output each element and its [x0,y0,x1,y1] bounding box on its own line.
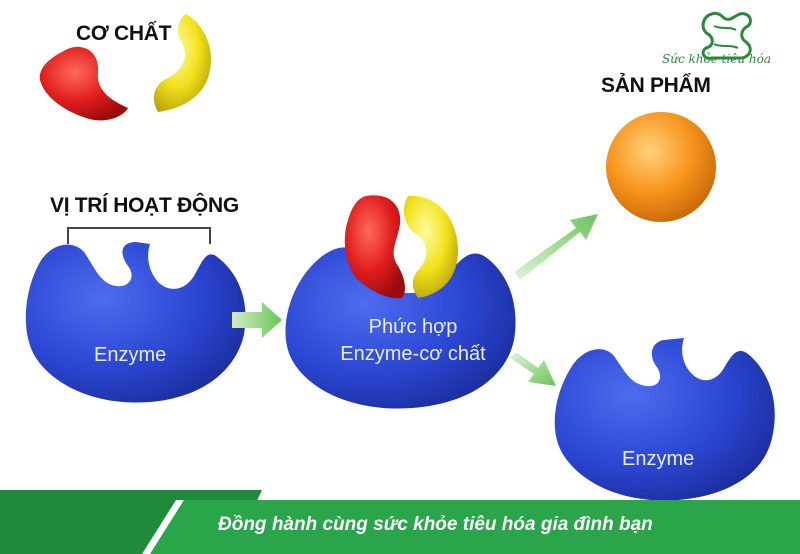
active-site-bracket [67,227,211,244]
product-sphere [606,112,716,222]
complex-label-line1: Phức hợp [368,316,458,338]
enzyme-start-label: Enzyme [94,344,167,366]
footer-band-right [150,500,800,554]
complex-label-line2: Enzyme-cơ chất [340,343,486,365]
complex-enzyme-shape [285,247,516,409]
substrate-red-shape [39,46,128,121]
brand-name: Sức khỏe tiêu hóa [662,52,772,66]
arrow-to-enzyme-end [510,352,556,386]
enzyme-start-shape [25,242,246,403]
footer-divider [142,500,184,554]
active-site-label: VỊ TRÍ HOẠT ĐỘNG [50,194,239,217]
substrate-label: CƠ CHẤT [76,22,172,45]
enzyme-end-label: Enzyme [622,448,695,470]
complex-substrate-yellow [403,195,458,298]
product-label: SẢN PHẨM [601,74,711,97]
substrate-yellow-shape [153,14,211,112]
intestine-icon [701,11,752,60]
arrow-to-product [514,214,598,280]
complex-substrate-red [344,195,405,299]
footer-slogan: Đồng hành cùng sức khỏe tiêu hóa gia đìn… [218,514,653,535]
enzyme-end-shape [554,338,775,501]
arrow-to-complex [232,302,282,338]
